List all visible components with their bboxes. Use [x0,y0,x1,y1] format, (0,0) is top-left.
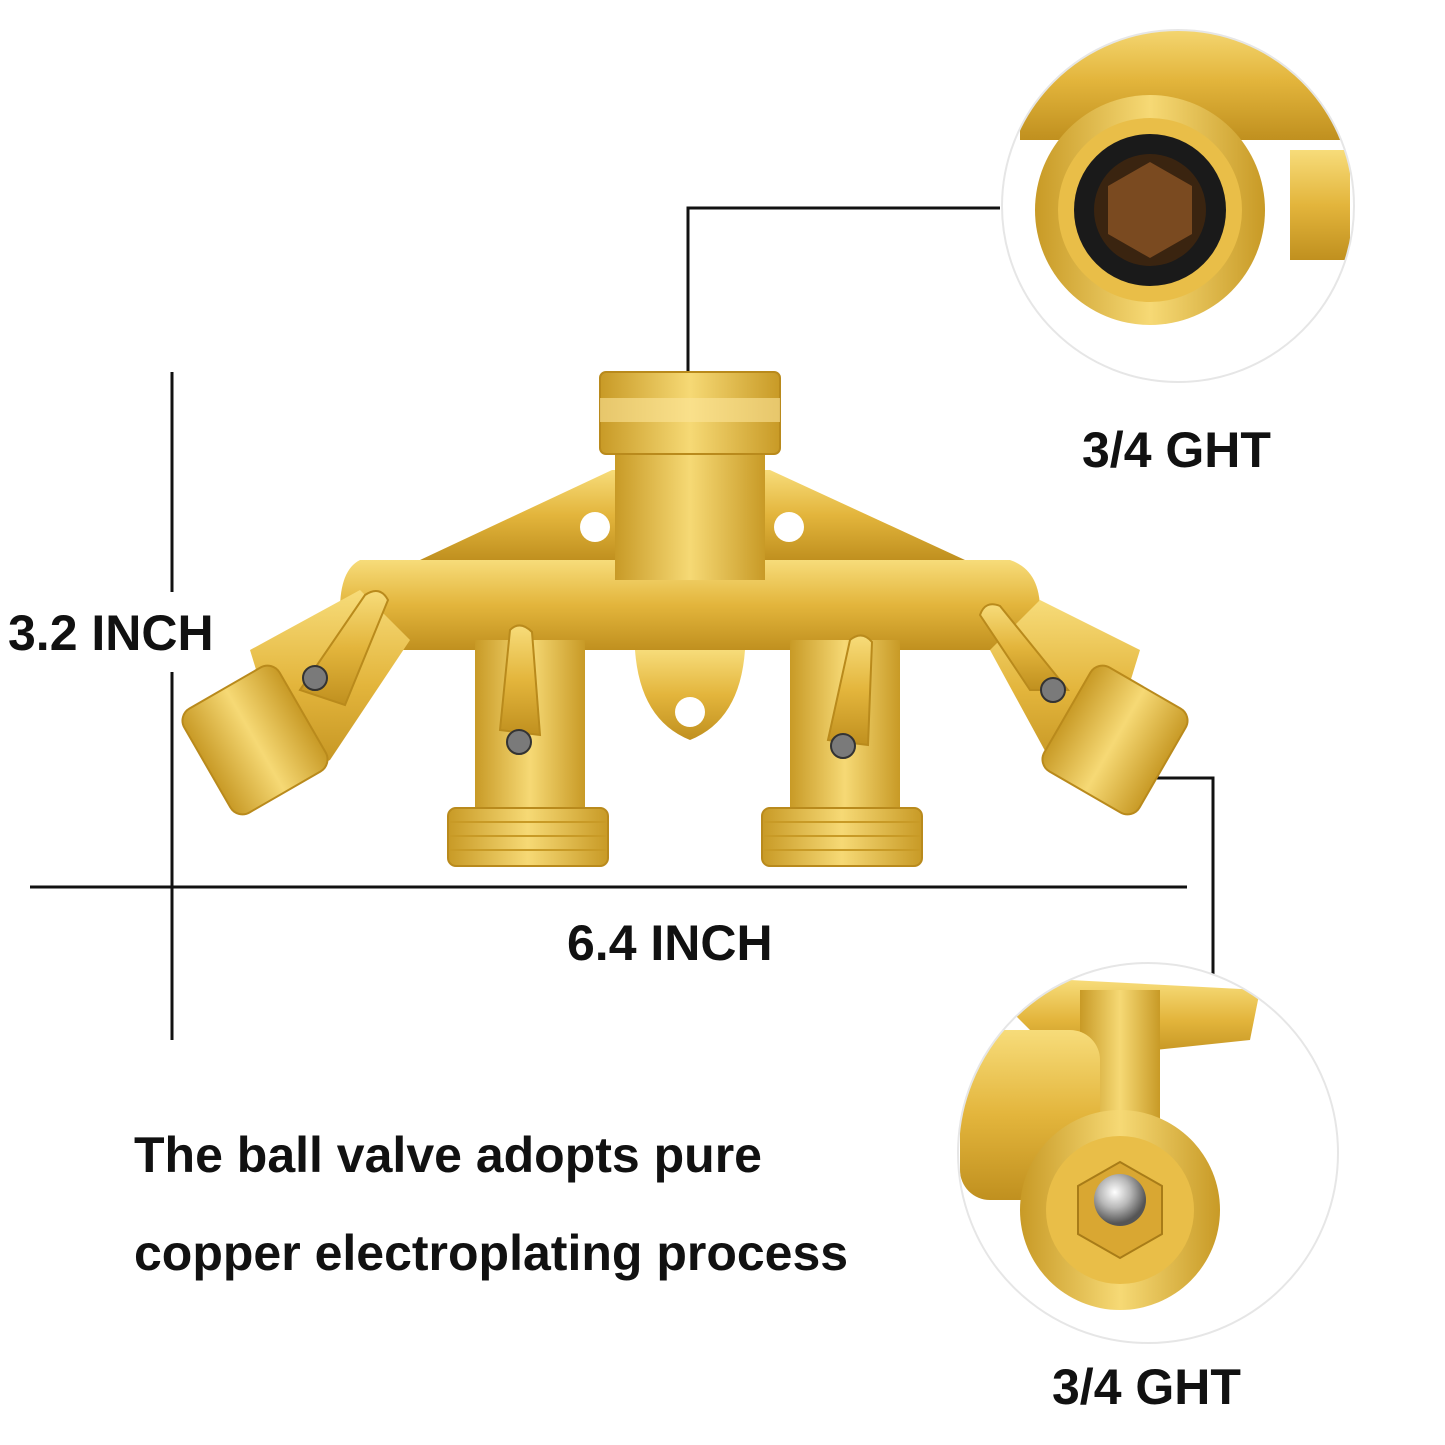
description-line-1: The ball valve adopts pure [134,1127,762,1183]
mount-hole-icon [580,512,610,542]
brass-manifold [181,371,1189,867]
width-dimension-label: 6.4 INCH [567,915,773,971]
dimension-lines [30,206,1215,1040]
top-connector-label: 3/4 GHT [1082,422,1271,478]
description-line-2: copper electroplating process [134,1225,849,1281]
height-dimension-label: 3.2 INCH [8,605,214,661]
bottom-connector-label: 3/4 GHT [1052,1359,1241,1415]
valve-screw-icon [302,665,1066,759]
bottom-connector-closeup [958,963,1338,1343]
top-connector-closeup [1002,30,1354,382]
mount-hole-icon [774,512,804,542]
